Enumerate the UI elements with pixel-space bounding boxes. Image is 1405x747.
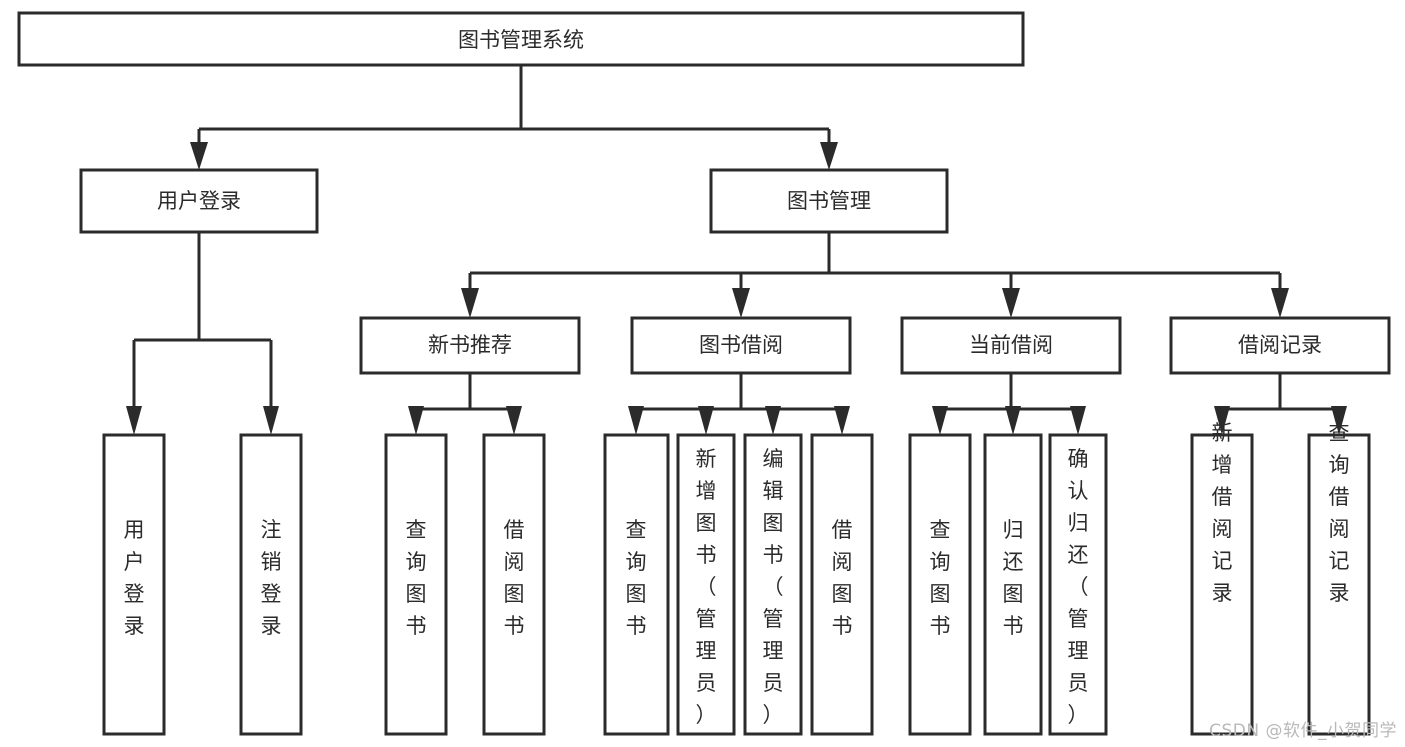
node-user-login[interactable]: 用户登录 [79,168,319,234]
node-borrow-record-box[interactable] [1169,316,1391,375]
leaf-query-book-current-box[interactable] [908,433,972,736]
arrow-head-query-borrow-record [1331,406,1347,435]
node-book-management[interactable]: 图书管理 [709,168,949,234]
node-root-system[interactable]: 图书管理系统 [17,11,1025,67]
connector-group-borrow-record [1214,373,1347,435]
leaf-query-borrow-record-box[interactable] [1307,433,1371,736]
connector-group-root [190,65,838,170]
leaf-confirm-return-admin-label: 确认归还（管理员） [1068,447,1089,727]
arrow-head-book-borrow [732,288,750,318]
leaf-user-login[interactable]: 用户登录 [102,433,166,736]
arrow-head-new-book [461,288,479,318]
leaf-user-login-box[interactable] [102,433,166,736]
arrow-head-query-book-1 [408,406,424,435]
connector-group-book-mgmt [461,232,1289,318]
leaf-query-book-borrow-label: 查询图书 [626,518,647,638]
arrow-head-current-borrow [1002,288,1020,318]
node-current-borrow[interactable]: 当前借阅 [900,316,1122,375]
arrow-head-borrow-record [1271,288,1289,318]
arrow-head-book-mgmt [820,142,838,170]
node-book-management-box[interactable] [709,168,949,234]
leaf-borrow-book-borrow-box[interactable] [810,433,874,736]
leaf-add-borrow-record-box[interactable] [1190,433,1254,736]
leaf-query-book-recommend-label: 查询图书 [406,518,427,638]
arrow-head-borrow-book-2 [834,406,850,435]
leaf-query-book-borrow-box[interactable] [603,433,670,736]
node-root-system-label: 图书管理系统 [458,28,584,52]
leaf-logout-label: 注销登录 [261,518,282,638]
node-new-book-recommend-label: 新书推荐 [428,333,512,357]
node-borrow-record[interactable]: 借阅记录 [1169,316,1391,375]
leaf-edit-book-admin[interactable]: 编辑图书（管理员） [743,433,803,736]
leaf-borrow-book-borrow-label: 借阅图书 [832,518,853,638]
node-book-management-label: 图书管理 [787,189,871,213]
leaf-add-borrow-record-label: 新增借阅记录 [1212,421,1233,605]
leaf-query-book-borrow[interactable]: 查询图书 [603,433,670,736]
leaf-logout-box[interactable] [239,433,303,736]
arrow-head-add-book [698,406,714,435]
node-new-book-recommend[interactable]: 新书推荐 [359,316,581,375]
leaf-user-login-label: 用户登录 [124,518,145,638]
node-new-book-recommend-box[interactable] [359,316,581,375]
leaf-confirm-return-admin-box[interactable] [1048,433,1108,736]
leaf-return-book-label: 归还图书 [1003,518,1024,638]
node-user-login-label: 用户登录 [157,189,241,213]
connector-group-user-login [126,232,279,435]
arrow-head-borrow-book-1 [506,406,522,435]
arrow-head-query-book-3 [932,406,948,435]
leaf-query-book-current-label: 查询图书 [930,518,951,638]
leaf-borrow-book-recommend-label: 借阅图书 [504,518,525,638]
arrow-head-edit-book [765,406,781,435]
arrow-head-query-book-2 [628,406,644,435]
connector-group-new-book-recommend [408,373,522,435]
node-book-borrow-box[interactable] [630,316,852,375]
leaf-add-book-admin-box[interactable] [676,433,736,736]
node-current-borrow-box[interactable] [900,316,1122,375]
arrow-head-user-login-leaf [126,406,142,435]
node-user-login-box[interactable] [79,168,319,234]
leaf-confirm-return-admin[interactable]: 确认归还（管理员） [1048,433,1108,736]
leaf-return-book-box[interactable] [983,433,1043,736]
arrow-head-return-book [1005,406,1021,435]
leaf-edit-book-admin-box[interactable] [743,433,803,736]
leaf-borrow-book-recommend-box[interactable] [482,433,546,736]
leaf-query-borrow-record-label: 查询借阅记录 [1329,421,1350,605]
leaf-add-borrow-record[interactable]: 新增借阅记录 [1190,421,1254,736]
arrow-head-user-login [190,142,208,170]
leaf-return-book[interactable]: 归还图书 [983,433,1043,736]
arrow-head-logout-leaf [263,406,279,435]
node-book-borrow-label: 图书借阅 [699,333,783,357]
leaf-edit-book-admin-label: 编辑图书（管理员） [763,447,784,727]
connector-group-book-borrow [628,373,850,435]
node-current-borrow-label: 当前借阅 [969,333,1053,357]
node-book-borrow[interactable]: 图书借阅 [630,316,852,375]
leaf-borrow-book-borrow[interactable]: 借阅图书 [810,433,874,736]
leaf-add-book-admin-label: 新增图书（管理员） [696,447,717,727]
leaf-borrow-book-recommend[interactable]: 借阅图书 [482,433,546,736]
arrow-head-confirm-return [1070,406,1086,435]
csdn-watermark: CSDN @软件_小贺同学 [1209,721,1397,741]
leaf-query-book-recommend[interactable]: 查询图书 [384,433,448,736]
connector-group-current-borrow [932,373,1086,435]
arrow-head-add-borrow-record [1214,406,1230,435]
leaf-add-book-admin[interactable]: 新增图书（管理员） [676,433,736,736]
leaf-query-borrow-record[interactable]: 查询借阅记录 [1307,421,1371,736]
leaf-logout[interactable]: 注销登录 [239,433,303,736]
leaf-query-book-recommend-box[interactable] [384,433,448,736]
node-borrow-record-label: 借阅记录 [1238,333,1322,357]
leaf-query-book-current[interactable]: 查询图书 [908,433,972,736]
node-root-system-box[interactable] [17,11,1025,67]
